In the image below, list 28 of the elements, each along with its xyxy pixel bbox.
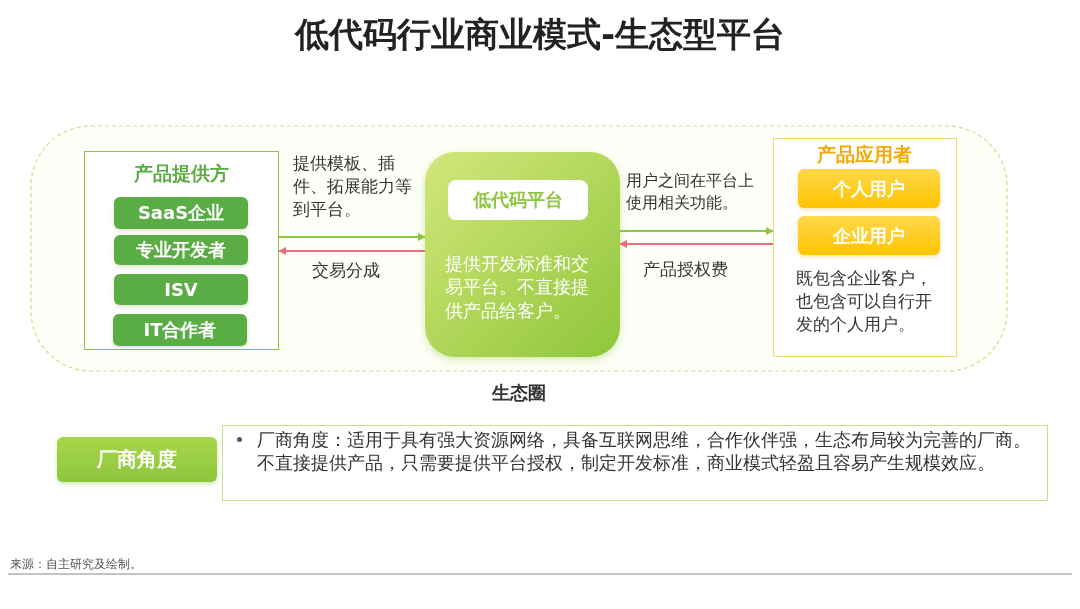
- category-tag: 个人用户: [798, 169, 940, 208]
- group-title: 产品提供方: [132, 161, 230, 186]
- edge-label: 提供模板、插件、拓展能力等到平台。: [293, 152, 413, 221]
- category-tag: ISV: [114, 274, 248, 305]
- category-tag: IT合作者: [113, 314, 247, 346]
- platform-box: [425, 152, 620, 357]
- edge-label: 产品授权费: [643, 258, 729, 281]
- group-title: 产品应用者: [816, 142, 913, 167]
- category-tag: SaaS企业: [114, 197, 248, 229]
- description-text: 厂商角度：适用于具有强大资源网络，具备互联网思维，合作伙伴强，生态布局较为完善的厂商。不直接提供产品，只需要提供平台授权，制定开发标准，商业模式轻盈且容易产生规模效应。: [257, 429, 1032, 474]
- group-box: [84, 151, 279, 350]
- description-text: 既包含企业客户，也包含可以自行开发的个人用户。: [796, 267, 933, 336]
- arrow: [278, 247, 426, 255]
- description-box: [222, 425, 1048, 501]
- category-tag: 企业用户: [798, 216, 940, 255]
- arrow: [619, 240, 774, 248]
- title: 低代码行业商业模式-生态型平台: [293, 13, 787, 56]
- edge-label: 用户之间在平台上使用相关功能。: [626, 170, 755, 214]
- group-heading: 生态圈: [491, 381, 547, 405]
- category-tag: 专业开发者: [114, 235, 248, 265]
- source-note: 来源：自主研究及绘制。: [10, 556, 142, 573]
- perspective-tag: 厂商角度: [57, 437, 217, 482]
- group-box: [773, 138, 957, 357]
- platform-title: 低代码平台: [448, 180, 588, 220]
- description-text: 提供开发标准和交易平台。不直接提供产品给客户。: [445, 252, 590, 323]
- edge-label: 交易分成: [312, 259, 381, 282]
- arrow: [278, 233, 426, 241]
- arrow: [619, 227, 774, 235]
